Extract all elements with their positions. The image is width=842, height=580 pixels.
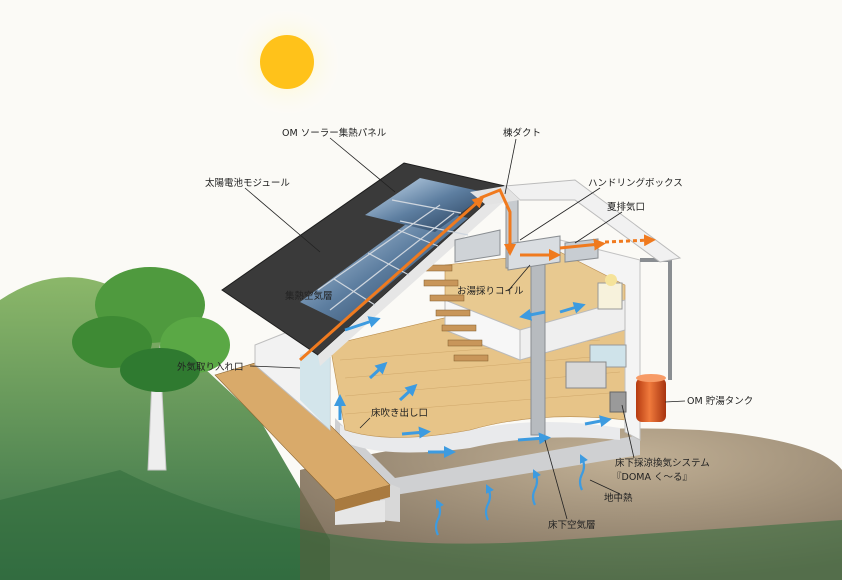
wooden-deck (214, 359, 391, 512)
tree-icon (72, 267, 230, 471)
hot-water-tank (636, 258, 672, 422)
label-hot-water-coil: お湯採りコイル (457, 285, 524, 297)
label-summer-exhaust: 夏排気口 (607, 201, 645, 213)
leader-lines (244, 137, 686, 520)
label-pv-module: 太陽電池モジュール (205, 177, 290, 189)
label-ground-heat: 地中熱 (604, 492, 633, 504)
label-solar-panel: OM ソーラー集熱パネル (282, 127, 387, 139)
ground-heat-arrows (434, 454, 588, 536)
label-hot-water-tank: OM 貯湯タンク (687, 395, 753, 407)
label-handling-box: ハンドリングボックス (588, 177, 683, 189)
label-underfloor-air-layer: 床下空気層 (548, 519, 596, 531)
warm-air-flow (299, 188, 656, 362)
label-ridge-duct: 棟ダクト (503, 127, 541, 139)
sun-icon (227, 2, 347, 122)
label-doma-kuru: 『DOMA く～る』 (612, 472, 692, 483)
labels: OM ソーラー集熱パネル 棟ダクト ハンドリングボックス 夏排気口 太陽電池モジ… (177, 127, 753, 531)
label-underfloor-vent-system: 床下採涼換気システム (615, 457, 710, 469)
label-outside-air-inlet: 外気取り入れ口 (177, 361, 244, 373)
solar-collector-panel (300, 178, 488, 323)
cool-air-flow (334, 301, 612, 458)
doma-kuru-unit (565, 361, 627, 413)
label-floor-outlet: 床吹き出し口 (371, 407, 428, 419)
label-heat-air-layer: 集熱空気層 (285, 290, 333, 302)
